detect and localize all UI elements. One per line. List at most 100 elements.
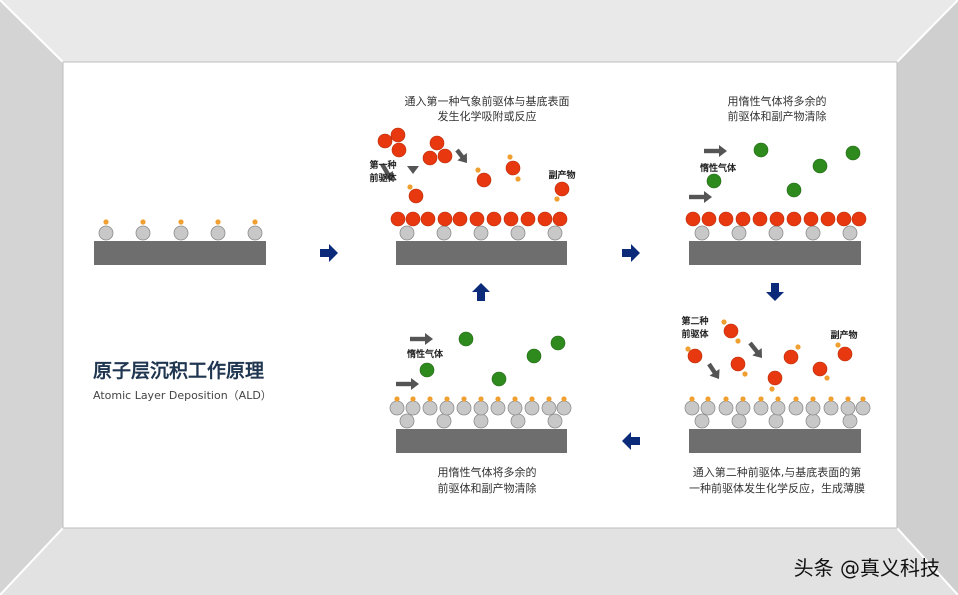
ligand-dot — [495, 396, 501, 402]
inert-gas-molecule — [812, 158, 828, 174]
surface-atom — [770, 400, 786, 416]
surface-atom — [98, 225, 114, 241]
step2-caption-line2: 前驱体和副产物清除 — [728, 109, 827, 123]
precursor-molecule — [437, 148, 453, 164]
surface-atom — [436, 413, 452, 429]
precursor-molecule — [851, 211, 867, 227]
surface-atom — [524, 400, 540, 416]
step1-byproduct-label: 副产物 — [548, 169, 575, 181]
process-flow-arrow — [320, 244, 338, 262]
ligand-dot — [427, 396, 433, 402]
surface-atom — [805, 400, 821, 416]
ligand-dot — [769, 386, 775, 392]
inert-gas-molecule — [845, 145, 861, 161]
ligand-dot — [215, 219, 221, 225]
process-flow-arrow-shape — [622, 244, 640, 262]
ligand-dot — [721, 319, 727, 325]
ligand-dot — [824, 375, 830, 381]
step1-caption-line2: 发生化学吸附或反应 — [438, 109, 537, 123]
motion-arrow-head — [719, 145, 727, 157]
surface-atom — [422, 400, 438, 416]
ligand-dot — [775, 396, 781, 402]
surface-atom — [547, 225, 563, 241]
motion-arrow-head — [704, 191, 712, 203]
step3-byproduct-label: 副产物 — [830, 329, 857, 341]
step3-caption-line1: 通入第二种前驱体,与基底表面的第 — [693, 465, 862, 479]
precursor-molecule — [786, 211, 802, 227]
motion-arrow-shaft — [707, 362, 717, 375]
step3-precursor-label-2: 前驱体 — [681, 328, 709, 340]
ligand-dot — [140, 219, 146, 225]
motion-arrow-shaft — [380, 162, 391, 177]
precursor-molecule — [390, 211, 406, 227]
surface-atom — [510, 225, 526, 241]
precursor-molecule — [812, 361, 828, 377]
ligand-dot — [793, 396, 799, 402]
surface-atom — [718, 400, 734, 416]
motion-arrow — [410, 333, 433, 345]
ligand-dot — [835, 342, 841, 348]
precursor-molecule — [554, 181, 570, 197]
process-flow-arrow-shape — [622, 432, 640, 450]
surface-atom — [556, 400, 572, 416]
diagram-title: 原子层沉积工作原理 — [93, 360, 265, 382]
surface-atom — [694, 225, 710, 241]
ligand-dot — [740, 396, 746, 402]
surface-atom — [768, 225, 784, 241]
surface-atom — [768, 413, 784, 429]
ligand-dot — [742, 371, 748, 377]
surface-atom — [842, 413, 858, 429]
surface-atom — [731, 225, 747, 241]
surface-atom — [456, 400, 472, 416]
precursor-molecule — [422, 150, 438, 166]
precursor-molecule — [390, 127, 406, 143]
surface-atom — [490, 400, 506, 416]
precursor-molecule — [420, 211, 436, 227]
step3-caption-line2: 一种前驱体发生化学反应，生成薄膜 — [689, 481, 865, 495]
ligand-dot — [795, 344, 801, 350]
ligand-dot — [735, 338, 741, 344]
motion-arrow — [689, 191, 712, 203]
precursor-molecule — [405, 211, 421, 227]
surface-atom — [805, 225, 821, 241]
step3-precursor-label-1: 第二种 — [681, 315, 708, 327]
inert-gas-molecule — [753, 142, 769, 158]
diagram-subtitle: Atomic Layer Deposition（ALD） — [93, 389, 272, 402]
precursor-molecule — [408, 188, 424, 204]
precursor-molecule — [735, 211, 751, 227]
precursor-molecule — [429, 135, 445, 151]
surface-atom — [135, 225, 151, 241]
process-flow-arrow — [622, 432, 640, 450]
inert-gas-molecule — [491, 371, 507, 387]
inert-gas-molecule — [526, 348, 542, 364]
step4-caption-line1: 用惰性气体将多余的 — [438, 465, 537, 479]
surface-atom — [753, 400, 769, 416]
ligand-dot — [529, 396, 535, 402]
motion-arrow-head — [382, 171, 394, 182]
precursor-molecule — [685, 211, 701, 227]
precursor-molecule — [377, 133, 393, 149]
surface-atom — [731, 413, 747, 429]
surface-atom — [507, 400, 523, 416]
surface-atom — [399, 413, 415, 429]
precursor-molecule — [486, 211, 502, 227]
step4-gas-label: 惰性气体 — [407, 348, 444, 360]
substrate — [689, 429, 861, 453]
inert-gas-molecule — [706, 173, 722, 189]
ligand-dot — [507, 154, 513, 160]
process-flow-arrow — [766, 283, 784, 301]
ligand-dot — [512, 396, 518, 402]
substrate — [94, 241, 266, 265]
precursor-molecule — [701, 211, 717, 227]
step2-caption-line1: 用惰性气体将多余的 — [728, 94, 827, 108]
motion-arrow — [748, 341, 763, 359]
surface-atom — [842, 225, 858, 241]
ligand-dot — [252, 219, 258, 225]
surface-atom — [805, 413, 821, 429]
surface-atom — [788, 400, 804, 416]
surface-atom — [173, 225, 189, 241]
precursor-molecule — [723, 323, 739, 339]
precursor-molecule — [730, 356, 746, 372]
motion-arrow-head — [425, 333, 433, 345]
motion-arrow — [707, 362, 720, 379]
